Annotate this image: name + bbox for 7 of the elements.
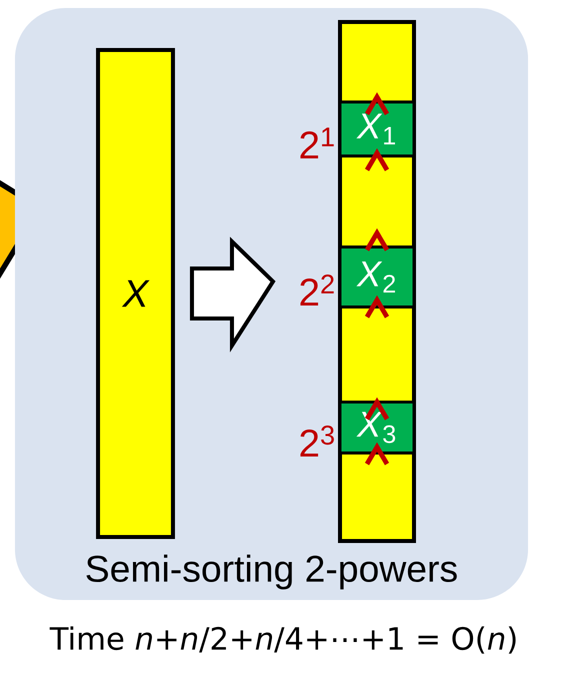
bar-segment: X$_{2}$	[338, 246, 416, 308]
caption: Time n+n/2+n/4+⋯+1 = O(n)	[50, 626, 516, 654]
power-label: 2$^{2}$	[300, 274, 334, 306]
block-arrow	[190, 236, 276, 352]
bar-segment: X$_{1}$	[338, 100, 416, 158]
bar: X	[96, 48, 175, 539]
power-label: 2$^{1}$	[300, 128, 334, 158]
